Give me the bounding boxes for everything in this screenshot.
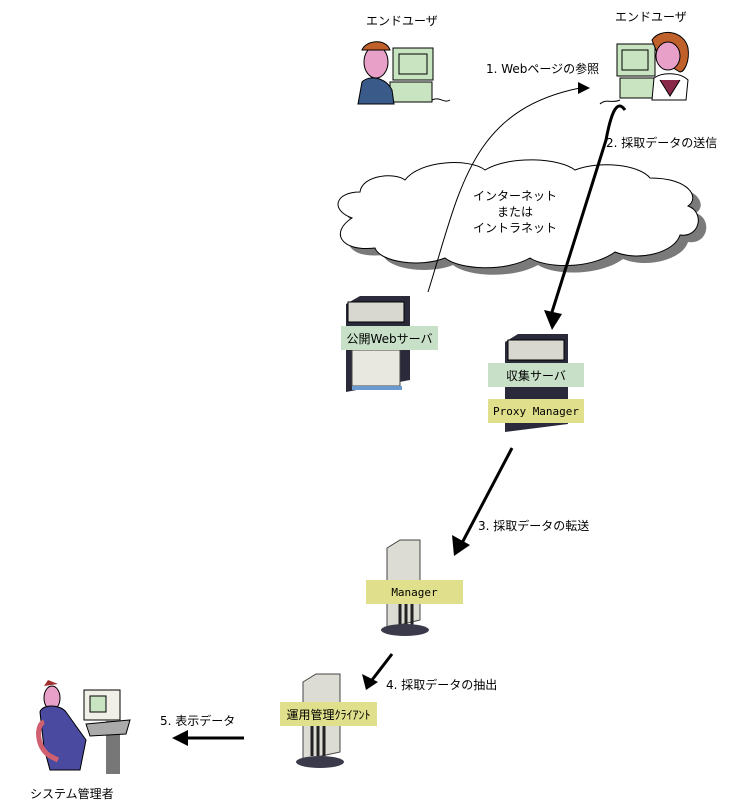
network-label: インターネット または イントラネット bbox=[470, 188, 560, 236]
cloud-icon bbox=[337, 159, 707, 275]
arrow-step-2 bbox=[550, 104, 627, 313]
step-5-label: 5. 表示データ bbox=[160, 714, 236, 728]
arrow-step-1 bbox=[427, 87, 581, 293]
server-tower-icon bbox=[296, 673, 344, 768]
manager-label: Manager bbox=[366, 580, 463, 604]
step-2-label: 2. 採取データの送信 bbox=[606, 136, 718, 150]
proxy-manager-label: Proxy Manager bbox=[488, 399, 584, 423]
collection-server-label: 収集サーバ bbox=[488, 363, 584, 387]
network-label-line1: インターネット bbox=[472, 189, 557, 203]
end-user-2-label: エンドユーザ bbox=[615, 10, 687, 24]
step-3-label: 3. 採取データの転送 bbox=[478, 519, 590, 533]
network-label-line2: または bbox=[496, 205, 533, 219]
admin-workstation-icon bbox=[36, 680, 131, 774]
network-label-line3: イントラネット bbox=[472, 221, 557, 235]
public-web-server-label: 公開Webサーバ bbox=[341, 326, 438, 350]
ops-client-label: 運用管理ｸﾗｲｱﾝﾄ bbox=[280, 702, 377, 726]
arrow-step-4 bbox=[370, 653, 394, 681]
step-1-label: 1. Webページの参照 bbox=[486, 62, 600, 76]
step-4-label: 4. 採取データの抽出 bbox=[386, 678, 498, 692]
arrow-step-3 bbox=[460, 447, 514, 544]
end-user-1-label: エンドユーザ bbox=[366, 14, 438, 28]
end-user-male-pc-icon bbox=[357, 41, 451, 105]
sysadmin-label: システム管理者 bbox=[30, 787, 114, 801]
end-user-female-pc-icon bbox=[599, 32, 689, 105]
